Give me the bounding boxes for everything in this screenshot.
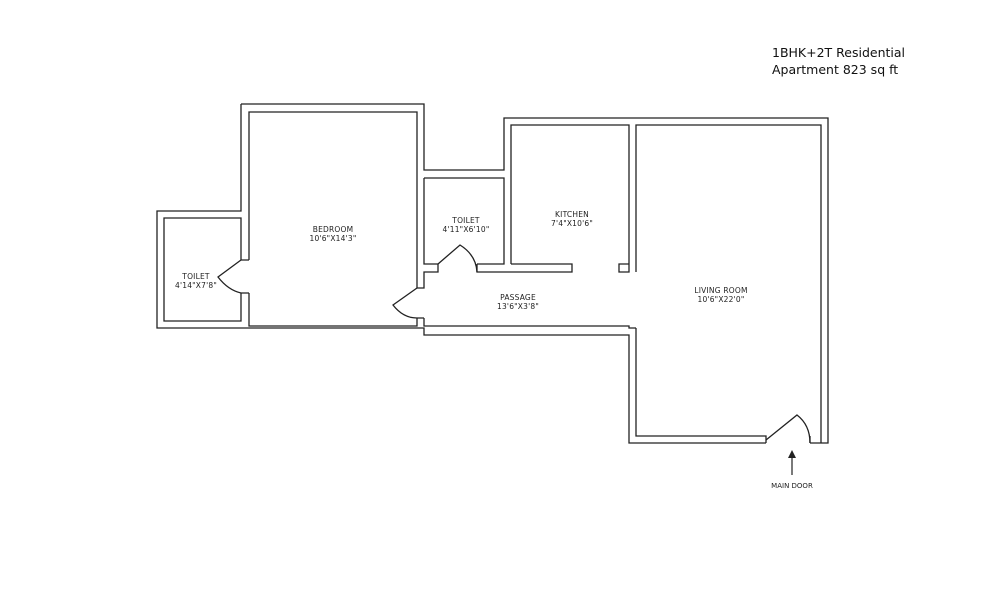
living-room-walls <box>635 124 822 443</box>
main-door-label: MAIN DOOR <box>771 482 813 490</box>
passage-walls <box>417 317 636 329</box>
kitchen-walls <box>510 124 630 273</box>
bedroom-walls <box>248 111 418 327</box>
plan-title-line1: 1BHK+2T Residential <box>772 45 906 60</box>
toilet-left-walls <box>163 217 242 322</box>
door-left-toilet <box>217 259 242 294</box>
arrow-up-icon <box>788 450 796 475</box>
door-main <box>765 414 811 444</box>
door-bedroom <box>392 287 418 319</box>
plan-title-line2: Apartment 823 sq ft <box>772 62 899 77</box>
plan-title: 1BHK+2T Residential Apartment 823 sq ft <box>772 44 905 78</box>
outer-wall <box>156 103 829 444</box>
door-middle-toilet <box>437 244 478 273</box>
toilet-middle-walls <box>416 177 505 289</box>
